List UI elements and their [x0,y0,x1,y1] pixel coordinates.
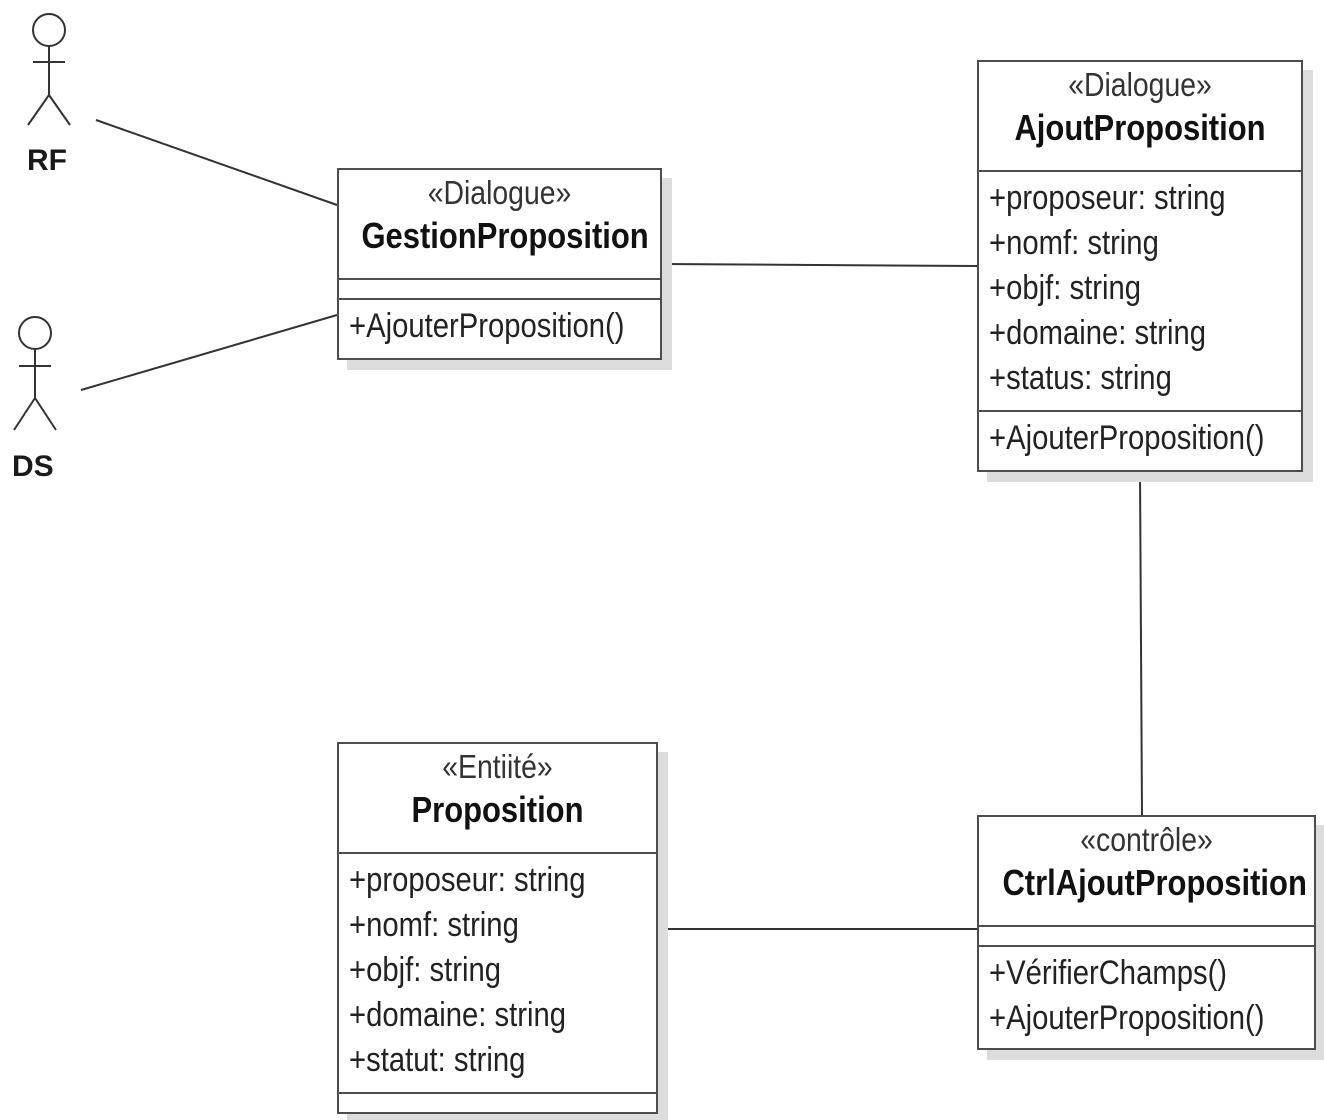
attribute-item: +nomf: string [349,906,519,944]
operations-compartment: +AjouterProposition() [339,300,660,353]
attribute-item: +nomf: string [989,224,1159,262]
class-header: «Dialogue» GestionProposition [339,170,660,280]
operation-item: +AjouterProposition() [349,307,625,345]
attribute-item: +domaine: string [349,996,566,1034]
association-gestion-ajout [661,263,978,267]
class-stereotype: «contrôle» [1080,821,1213,858]
operations-compartment: +AjouterProposition() [979,412,1301,465]
operation-item: +AjouterProposition() [989,999,1265,1037]
association-ajout-ctrl [1139,471,1143,816]
attribute-item: +proposeur: string [989,179,1226,217]
attribute-item: +domaine: string [989,314,1206,352]
attributes-compartment: +proposeur: string +nomf: string +objf: … [979,172,1301,412]
class-stereotype: «Dialogue» [1068,66,1212,103]
class-header: «Dialogue» AjoutProposition [979,62,1301,172]
actor-rf-label: RF [27,144,67,177]
class-ajout-proposition[interactable]: «Dialogue» AjoutProposition +proposeur: … [977,60,1303,472]
operation-item: +VérifierChamps() [989,954,1228,992]
class-ctrl-ajout-proposition[interactable]: «contrôle» CtrlAjoutProposition +Vérifie… [977,815,1316,1050]
attribute-item: +objf: string [349,951,501,989]
attributes-compartment [339,280,660,300]
operation-item: +AjouterProposition() [989,419,1265,457]
attribute-item: +statut: string [349,1041,526,1079]
class-gestion-proposition[interactable]: «Dialogue» GestionProposition +AjouterPr… [337,168,662,360]
class-header: «Entiité» Proposition [339,744,656,854]
association-rf-gestion [95,119,338,206]
operations-compartment [339,1094,656,1114]
actor-ds-figure [13,316,57,431]
operations-compartment: +VérifierChamps() +AjouterProposition() [979,947,1314,1045]
actor-ds-label: DS [12,450,54,483]
actor-rf-figure [27,13,71,126]
class-name: CtrlAjoutProposition [1002,862,1307,903]
attributes-compartment: +proposeur: string +nomf: string +objf: … [339,854,656,1094]
class-name: GestionProposition [361,215,649,256]
class-stereotype: «Dialogue» [427,174,572,211]
association-ds-gestion [80,314,338,391]
class-name: Proposition [411,789,584,830]
attributes-compartment [979,927,1314,947]
class-stereotype: «Entiité» [442,748,553,785]
attribute-item: +status: string [989,359,1172,397]
class-name: AjoutProposition [1014,107,1266,148]
attribute-item: +objf: string [989,269,1141,307]
attribute-item: +proposeur: string [349,861,586,899]
class-header: «contrôle» CtrlAjoutProposition [979,817,1314,927]
class-proposition[interactable]: «Entiité» Proposition +proposeur: string… [337,742,658,1114]
